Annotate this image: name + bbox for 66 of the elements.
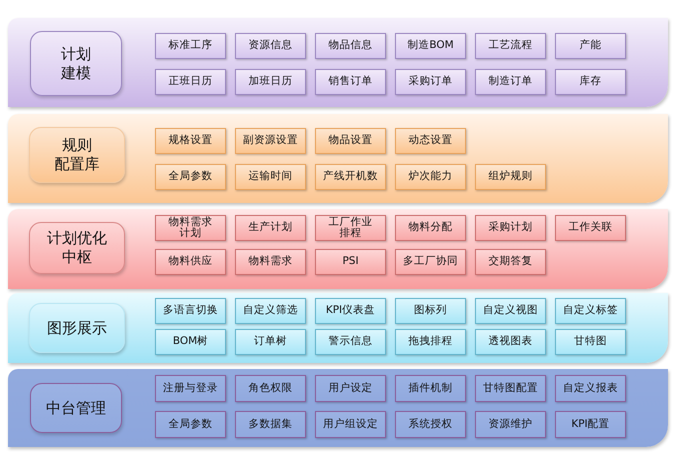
module-box: 注册与登录: [155, 375, 226, 402]
module-box: 物料需求: [235, 249, 306, 275]
module-box: 工厂作业排程: [315, 215, 386, 241]
layer-title-box: 图形展示: [29, 303, 125, 353]
module-box: 资源信息: [235, 33, 306, 59]
module-box: 规格设置: [155, 128, 226, 154]
module-box: 库存: [555, 69, 626, 95]
module-box: 生产计划: [235, 215, 306, 241]
module-box: 多数据集: [235, 411, 306, 438]
module-box: 采购计划: [475, 215, 546, 241]
module-box: 交期答复: [475, 249, 546, 275]
module-box: 透视图表: [475, 329, 546, 355]
module-box: 炉次能力: [395, 164, 466, 190]
module-box: 制造BOM: [395, 33, 466, 59]
layer-title-box: 规则配置库: [29, 127, 125, 183]
module-box: 运输时间: [235, 164, 306, 190]
module-box: 角色权限: [235, 375, 306, 402]
module-box: 用户设定: [315, 375, 386, 402]
module-box: 系统授权: [395, 411, 466, 438]
module-box: 动态设置: [395, 128, 466, 154]
layer-title-box: 计划优化中枢: [29, 222, 125, 274]
module-box: 工艺流程: [475, 33, 546, 59]
module-box: 物料需求计划: [155, 215, 226, 241]
layer-band: [8, 369, 668, 447]
module-box: 自定义标签: [555, 298, 626, 324]
module-box: KPI仪表盘: [315, 298, 386, 324]
module-box: 正班日历: [155, 69, 226, 95]
module-box: 图标列: [395, 298, 466, 324]
layer-title-box: 中台管理: [30, 383, 122, 433]
module-box: 自定义视图: [475, 298, 546, 324]
module-box: 甘特图: [555, 329, 626, 355]
module-box: 拖拽排程: [395, 329, 466, 355]
module-box: 自定义报表: [555, 375, 626, 402]
module-box: 物品信息: [315, 33, 386, 59]
module-box: 多工厂协同: [395, 249, 466, 275]
module-box: 物料供应: [155, 249, 226, 275]
module-box: 订单树: [235, 329, 306, 355]
module-box: 物料分配: [395, 215, 466, 241]
module-box: 甘特图配置: [475, 375, 546, 402]
module-box: 自定义筛选: [235, 298, 306, 324]
module-box: 产线开机数: [315, 164, 386, 190]
module-box: 产能: [555, 33, 626, 59]
module-box: KPI配置: [555, 411, 626, 438]
layer-band: [8, 114, 668, 203]
module-box: 加班日历: [235, 69, 306, 95]
module-box: PSI: [315, 249, 386, 275]
module-box: 插件机制: [395, 375, 466, 402]
layer-band: [8, 293, 668, 363]
layer-title-box: 计划建模: [30, 31, 122, 96]
module-box: 制造订单: [475, 69, 546, 95]
module-box: 全局参数: [155, 164, 226, 190]
module-box: 标准工序: [155, 33, 226, 59]
module-box: 警示信息: [315, 329, 386, 355]
layer-band: [8, 209, 668, 289]
module-box: 组炉规则: [475, 164, 546, 190]
layer-band: [8, 18, 668, 107]
module-box: 资源维护: [475, 411, 546, 438]
module-box: 工作关联: [555, 215, 626, 241]
module-box: 销售订单: [315, 69, 386, 95]
module-box: 副资源设置: [235, 128, 306, 154]
module-box: 采购订单: [395, 69, 466, 95]
module-box: 物品设置: [315, 128, 386, 154]
module-box: 用户组设定: [315, 411, 386, 438]
module-box: 全局参数: [155, 411, 226, 438]
module-box: 多语言切换: [155, 298, 226, 324]
module-box: BOM树: [155, 329, 226, 355]
